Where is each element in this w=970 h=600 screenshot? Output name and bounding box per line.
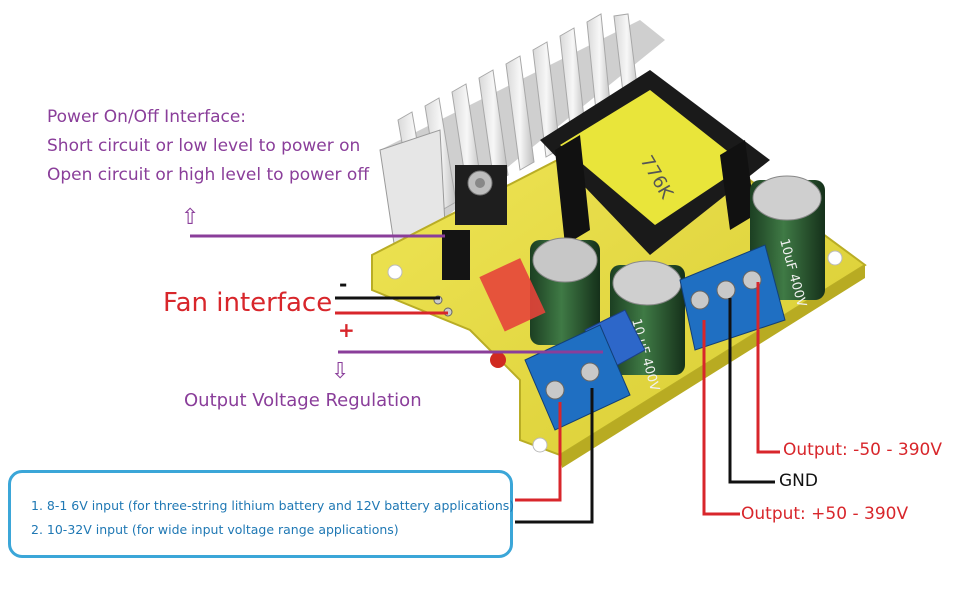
down-arrow-icon: ⇩ — [331, 359, 350, 384]
input-red-wire — [515, 402, 562, 502]
input-option-1: 1. 8-1 6V input (for three-string lithiu… — [31, 498, 515, 513]
fan-minus-sign: - — [339, 272, 348, 296]
output-positive-label: Output: +50 - 390V — [741, 504, 909, 524]
fuse — [479, 258, 546, 368]
power-interface-line2: Open circuit or high level to power off — [47, 165, 370, 185]
input-black-wire — [515, 388, 594, 524]
transformer: 776K — [540, 70, 770, 255]
power-interface-line1: Short circuit or low level to power on — [47, 136, 361, 156]
fan-plus-sign: + — [338, 318, 355, 342]
output-negative-label: Output: -50 - 390V — [783, 440, 942, 460]
input-voltage-box: 1. 8-1 6V input (for three-string lithiu… — [8, 470, 515, 558]
output-negative-wire — [756, 282, 780, 454]
power-interface-title: Power On/Off Interface: — [47, 107, 247, 127]
gnd-label: GND — [779, 471, 818, 491]
mosfet — [442, 165, 507, 280]
input-option-2: 2. 10-32V input (for wide input voltage … — [31, 522, 399, 537]
up-arrow-icon: ⇧ — [181, 205, 200, 230]
output-positive-wire — [702, 320, 740, 516]
output-voltage-regulation-label: Output Voltage Regulation — [184, 390, 422, 411]
fan-interface-label: Fan interface — [163, 288, 333, 318]
output-gnd-wire — [728, 298, 775, 484]
